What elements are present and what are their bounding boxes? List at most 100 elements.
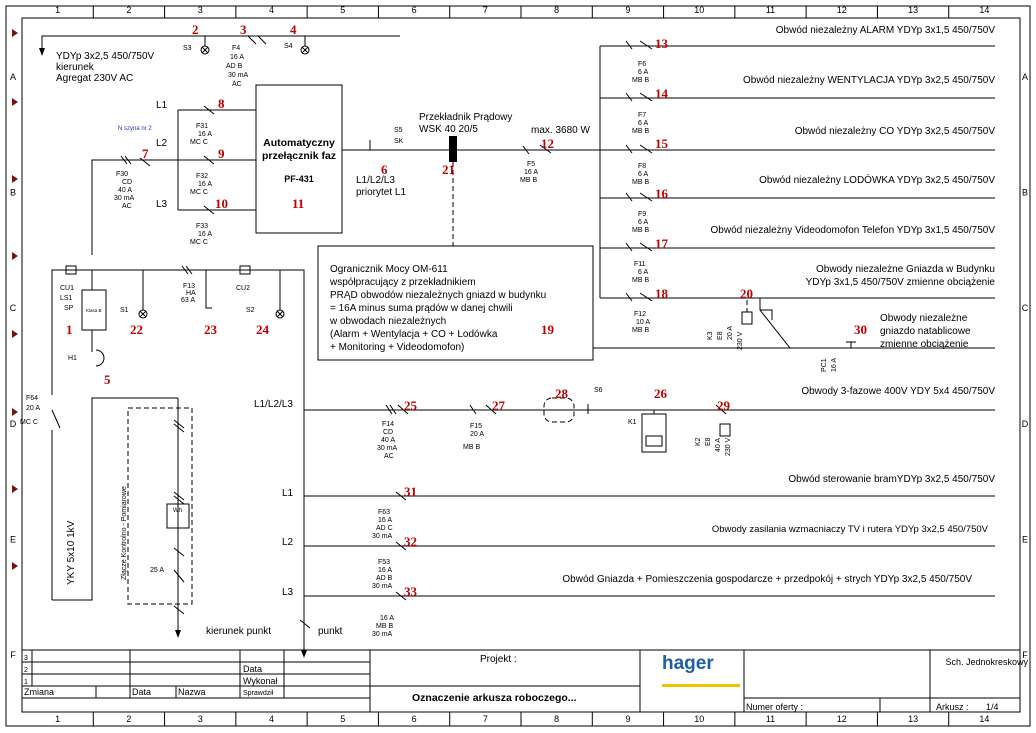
f11-label: F11 xyxy=(634,261,646,268)
drawing-area-border xyxy=(21,17,1021,713)
sk-label: SK xyxy=(394,138,404,145)
column-number-top-6: 6 xyxy=(412,5,417,15)
circuit-sockets-storage: Obwód Gniazda + Pomieszczenia gospodarcz… xyxy=(562,574,972,585)
socket-symbol-30 xyxy=(846,341,856,348)
marker-31: 31 xyxy=(404,484,417,499)
column-number-top-1: 1 xyxy=(55,5,60,15)
f13-rating: 63 A xyxy=(181,297,195,304)
phase-l1-label: L1 xyxy=(156,100,168,111)
k3-type: E8 xyxy=(717,331,724,340)
marker-23: 23 xyxy=(204,322,218,337)
circuit-fridge: Obwód niezależny LODÓWKA YDYp 3x2,5 450/… xyxy=(759,173,995,186)
f33-rating: 16 A xyxy=(198,231,212,238)
f3x-rating: 16 A xyxy=(380,615,394,622)
circuit-alarm: Obwód niezależny ALARM YDYp 3x1,5 450/75… xyxy=(776,25,996,36)
marker-6: 6 xyxy=(381,162,388,177)
breaker-contact xyxy=(639,192,653,202)
f8-type: MB B xyxy=(632,179,649,186)
column-number-bottom-2: 2 xyxy=(126,714,131,724)
column-number-bottom-11: 11 xyxy=(766,714,775,724)
tb-offer-label: Numer oferty : xyxy=(746,702,803,712)
marker-17: 17 xyxy=(655,236,669,251)
cu2-label: CU2 xyxy=(236,285,250,292)
row-letter-left-F: F xyxy=(10,650,16,660)
breaker-symbol xyxy=(625,292,633,302)
marker-8: 8 xyxy=(218,96,225,111)
circuit-panel-socket-line2: gniazdo natablicowe xyxy=(880,326,971,337)
tb-object-label: Sch. Jednokreskowy xyxy=(945,657,1028,667)
f13-type: HA xyxy=(186,290,196,297)
limiter-line6: (Alarm + Wentylacja + CO + Lodówka xyxy=(330,329,498,340)
column-number-top-3: 3 xyxy=(198,5,203,15)
f7-label: F7 xyxy=(638,112,646,119)
marker-14: 14 xyxy=(655,86,669,101)
marker-3: 3 xyxy=(240,22,247,37)
tb-nazwa-label: Nazwa xyxy=(178,687,206,697)
f14-sensitivity: 30 mA xyxy=(377,445,398,452)
column-number-top-7: 7 xyxy=(483,5,488,15)
breaker-symbol xyxy=(625,144,633,154)
column-number-top-10: 10 xyxy=(694,5,704,15)
marker-2: 2 xyxy=(192,22,199,37)
max-power-label: max. 3680 W xyxy=(531,125,590,136)
column-number-bottom-7: 7 xyxy=(483,714,488,724)
k1-label: K1 xyxy=(628,419,637,426)
row-letter-right-B: B xyxy=(1022,188,1028,198)
f4-label: F4 xyxy=(232,45,240,52)
column-number-bottom-12: 12 xyxy=(837,714,847,724)
f12-label: F12 xyxy=(634,311,646,318)
ls1-label: LS1 xyxy=(60,295,73,302)
marker-5: 5 xyxy=(104,372,111,387)
row-letter-right-E: E xyxy=(1022,535,1028,545)
f32-rating: 16 A xyxy=(198,181,212,188)
breaker-contact xyxy=(639,92,653,102)
row-letter-left-C: C xyxy=(10,303,17,313)
f5-symbol xyxy=(522,145,530,155)
marker-22: 22 xyxy=(130,322,143,337)
phase-l2-label: L2 xyxy=(156,138,168,149)
f31-type: MC C xyxy=(190,139,208,146)
k2-label: K2 xyxy=(695,437,702,446)
column-number-bottom-1: 1 xyxy=(55,714,60,724)
direction-label-2: punkt xyxy=(318,626,343,637)
wh-label: Wh xyxy=(173,508,182,514)
f30-class: AC xyxy=(122,203,132,210)
row-letter-left-D: D xyxy=(10,419,17,429)
column-number-bottom-3: 3 xyxy=(198,714,203,724)
marker-7: 7 xyxy=(142,146,149,161)
s3-label: S3 xyxy=(183,45,192,52)
column-number-top-5: 5 xyxy=(340,5,345,15)
row-letter-right-F: F xyxy=(1022,650,1028,660)
bus-l3-label: L3 xyxy=(282,587,294,598)
f8-rating: 6 A xyxy=(638,171,648,178)
k3-contactor xyxy=(741,300,753,325)
source-direction-label: kierunek xyxy=(56,62,95,73)
current-transducer xyxy=(449,136,457,246)
f63-sensitivity: 30 mA xyxy=(372,533,393,540)
k2-type: E8 xyxy=(705,437,712,446)
f53-rating: 16 A xyxy=(378,567,392,574)
column-number-bottom-9: 9 xyxy=(625,714,630,724)
rev-row-2: 2 xyxy=(24,667,28,674)
column-number-top-2: 2 xyxy=(126,5,131,15)
tb-sprawdzil-label: Sprawdził xyxy=(243,690,274,697)
f14-label: F14 xyxy=(382,421,394,428)
f11-type: MB B xyxy=(632,277,649,284)
rev-row-3: 3 xyxy=(24,655,28,662)
circuit-panel-socket-line3: zmienne obciążenie xyxy=(880,339,969,350)
breaker-contact xyxy=(639,144,653,154)
row-letter-left-E: E xyxy=(10,535,16,545)
s4-label: S4 xyxy=(284,43,293,50)
pc1-label: PC1 xyxy=(821,358,828,372)
marker-29: 29 xyxy=(717,398,731,413)
class-b-label: Klasa B xyxy=(86,308,102,313)
k3-label: K3 xyxy=(707,331,714,340)
f9-rating: 6 A xyxy=(638,219,648,226)
marker-1: 1 xyxy=(66,322,73,337)
main-supply-wiring xyxy=(51,265,311,658)
marker-15: 15 xyxy=(655,136,669,151)
circuit-tv-router: Obwody zasilania wzmacniaczy TV i rutera… xyxy=(712,524,989,535)
hager-logo: hager xyxy=(662,653,714,674)
